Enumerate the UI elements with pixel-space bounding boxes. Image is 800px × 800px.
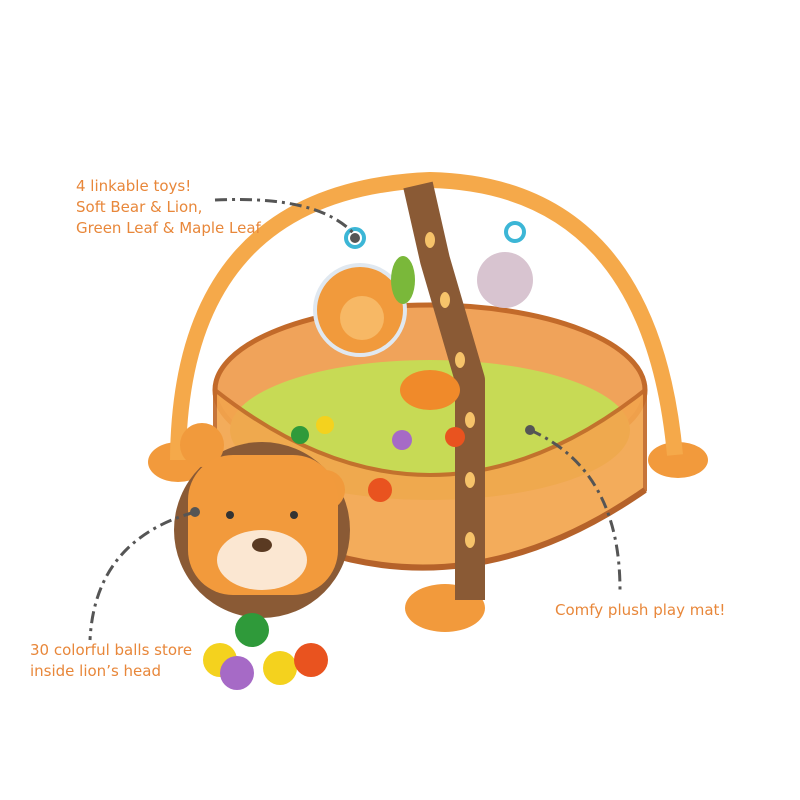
callout-line: 30 colorful balls store [30, 641, 193, 659]
leaf-decorations [425, 232, 475, 548]
link-ring [344, 227, 366, 249]
callout-balls: 30 colorful balls store inside lion’s he… [30, 640, 192, 682]
lion-nose [252, 538, 272, 552]
ball [291, 426, 309, 444]
green-leaf-toy [391, 256, 415, 304]
ball-orange [294, 643, 328, 677]
ball [368, 478, 392, 502]
leader-dot [525, 425, 535, 435]
callout-mat: Comfy plush play mat! [555, 600, 725, 621]
callout-line: 4 linkable toys! [76, 177, 192, 195]
callout-line: Soft Bear & Lion, [76, 198, 203, 216]
leader-dot [190, 507, 200, 517]
arch-left [170, 171, 683, 461]
callout-line: inside lion’s head [30, 662, 161, 680]
leader-dot [350, 233, 360, 243]
lion-head-ear [180, 423, 224, 467]
ball-purple [220, 656, 254, 690]
callout-line: Green Leaf & Maple Leaf [76, 219, 261, 237]
arch-pole [403, 181, 485, 600]
callout-line: Comfy plush play mat! [555, 601, 726, 619]
ball [392, 430, 412, 450]
lion-eye [290, 511, 298, 519]
callout-toys: 4 linkable toys! Soft Bear & Lion, Green… [76, 176, 261, 239]
pen-foot [648, 442, 708, 478]
ball-green [235, 613, 269, 647]
link-ring [504, 221, 526, 243]
bear-toy [477, 252, 533, 308]
lion-toy-face [340, 296, 384, 340]
lion-muzzle [217, 530, 307, 590]
leader-lines [88, 197, 622, 641]
ball [445, 427, 465, 447]
lion-eye [226, 511, 234, 519]
ball [316, 416, 334, 434]
maple-leaf-toy [400, 370, 460, 410]
ball-yellow [263, 651, 297, 685]
